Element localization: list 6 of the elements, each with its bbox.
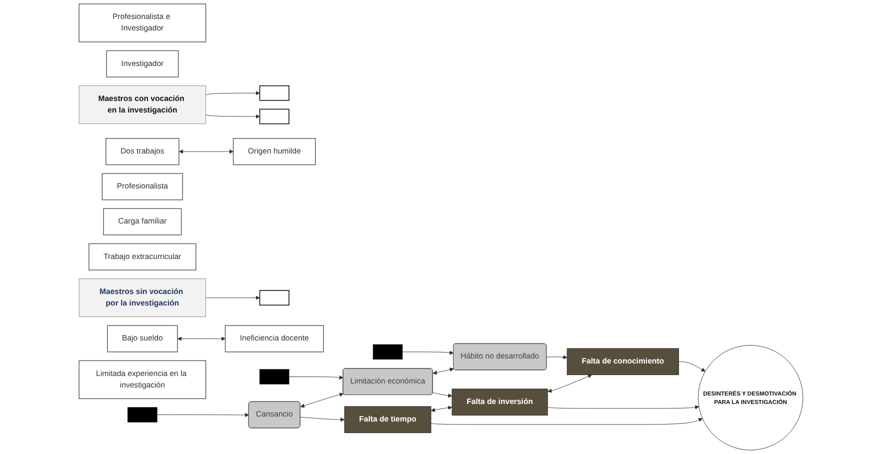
node-bracket	[259, 108, 290, 124]
node-bracket	[259, 85, 290, 101]
node-bar	[128, 407, 158, 422]
node-bar	[260, 369, 290, 384]
node-bracket	[259, 290, 290, 306]
node-bar	[372, 344, 403, 360]
